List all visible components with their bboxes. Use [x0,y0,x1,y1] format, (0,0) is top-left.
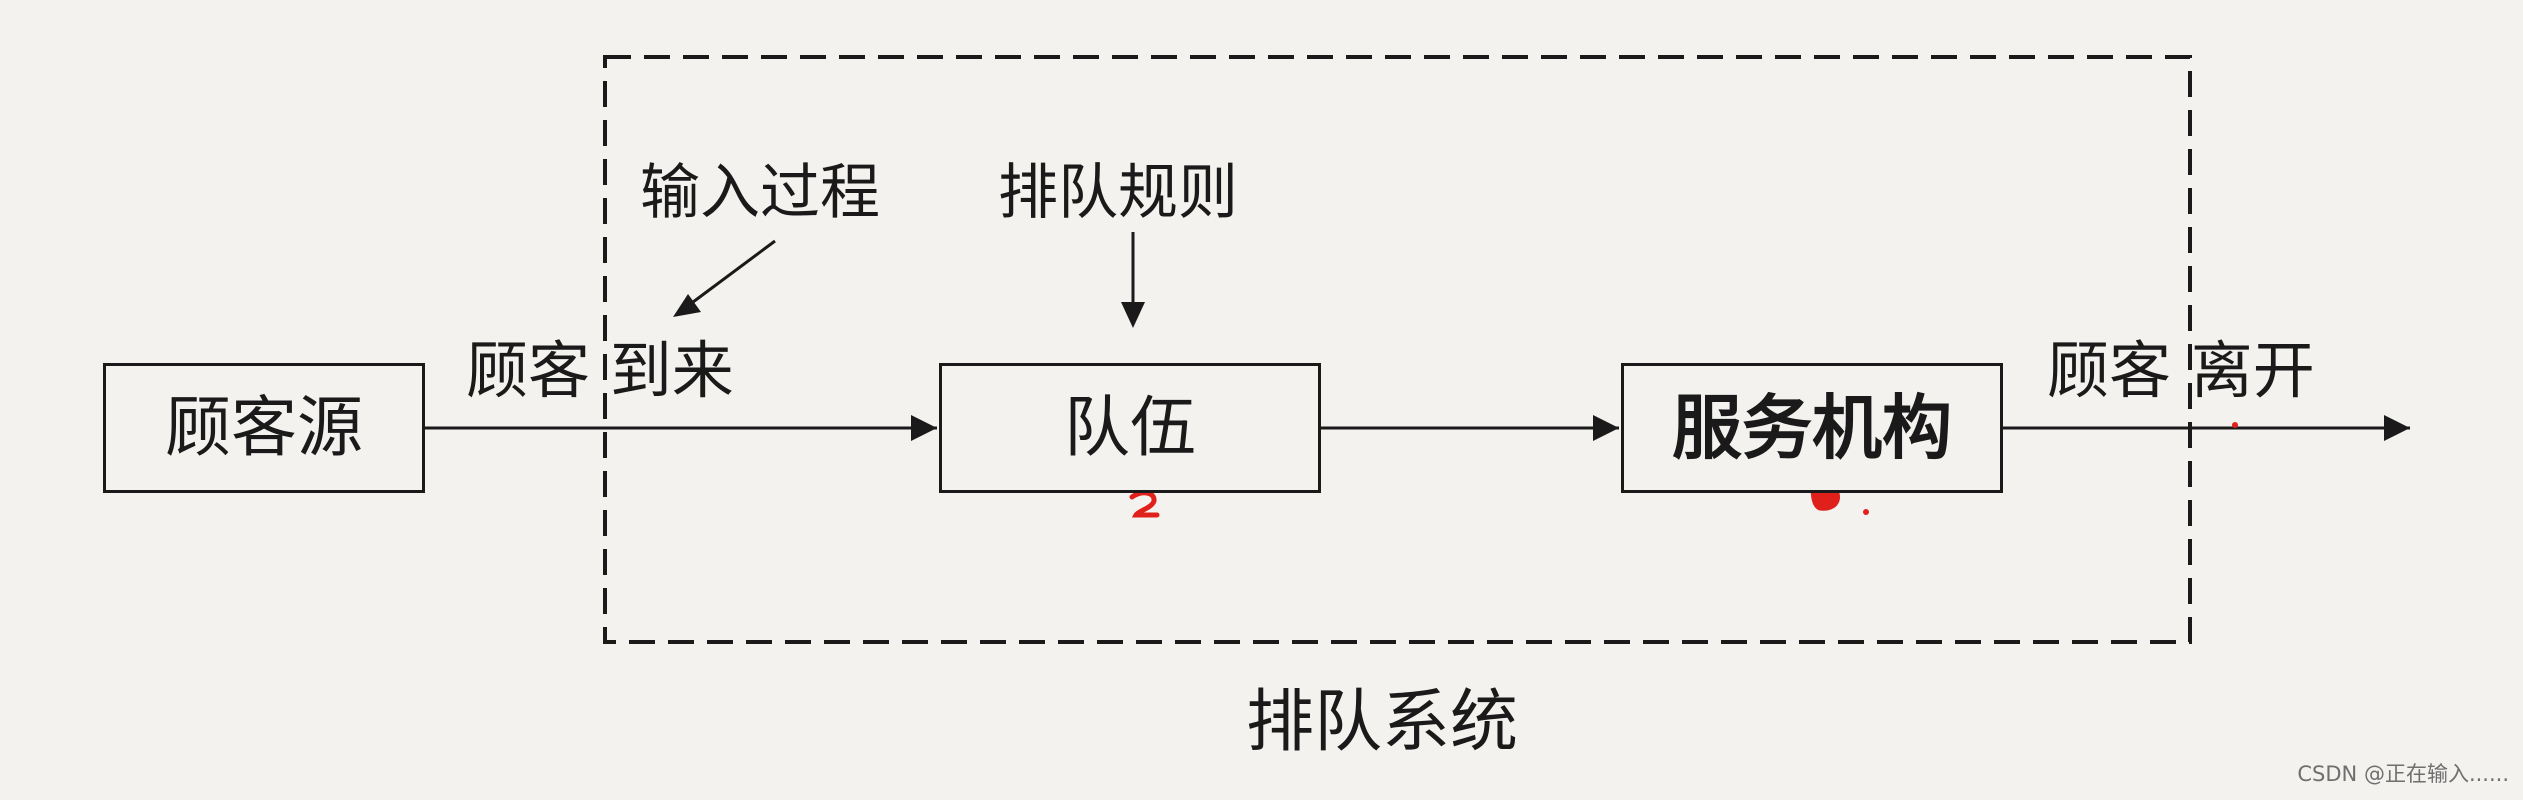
queueing-system-label: 排队系统 [1246,683,1519,762]
arrowhead-queue-to-service [1593,415,1619,441]
service-facility-box: 服务机构 [1621,363,2003,493]
queue-box: 队伍 [939,363,1321,493]
queue-rule-label: 排队规则 [998,158,1238,228]
arrowhead-queue-rule [1121,302,1145,328]
arrowhead-service-exit [2384,415,2410,441]
service-facility-label: 服务机构 [1672,387,1952,469]
customer-source-label: 顾客源 [165,389,363,466]
queueing-system-boundary [603,55,2192,644]
input-process-label: 输入过程 [640,158,880,228]
red-annotation-mark [1863,509,1869,515]
csdn-watermark: CSDN @正在输入...... [2297,762,2509,786]
arrowhead-source-to-queue [911,415,937,441]
customer-arrive-label: 顾客 到来 [466,334,734,407]
red-annotation-mark [1129,490,1160,518]
queue-label: 队伍 [1064,389,1196,466]
arrow-input-process [684,239,776,310]
customer-leave-label: 顾客 离开 [2047,334,2315,407]
red-annotation-mark [2232,422,2238,428]
arrowhead-input-process [673,294,701,317]
customer-source-box: 顾客源 [103,363,425,493]
